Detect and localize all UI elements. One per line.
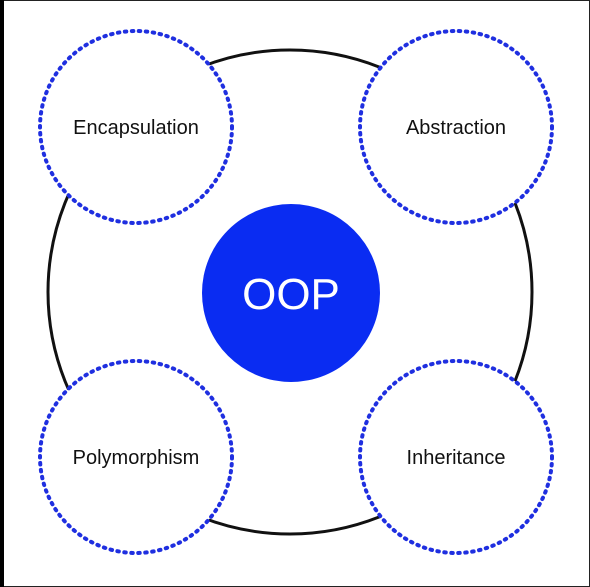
node-polymorphism-circle: [38, 359, 234, 555]
node-polymorphism-label: Polymorphism: [73, 447, 200, 469]
center-circle: [202, 204, 380, 382]
node-encapsulation-circle: [38, 29, 234, 225]
outer-ring: [46, 48, 534, 536]
node-abstraction-circle: [358, 29, 554, 225]
node-inheritance-circle: [358, 359, 554, 555]
node-inheritance: Inheritance: [358, 359, 554, 555]
center-node: OOP: [202, 204, 380, 382]
node-abstraction-label: Abstraction: [406, 117, 506, 139]
node-abstraction: Abstraction: [358, 29, 554, 225]
node-inheritance-label: Inheritance: [407, 447, 506, 469]
frame-left-edge: [0, 0, 4, 587]
node-encapsulation: Encapsulation: [38, 29, 234, 225]
node-encapsulation-label: Encapsulation: [73, 117, 199, 139]
node-polymorphism: Polymorphism: [38, 359, 234, 555]
center-label: OOP: [242, 270, 340, 319]
